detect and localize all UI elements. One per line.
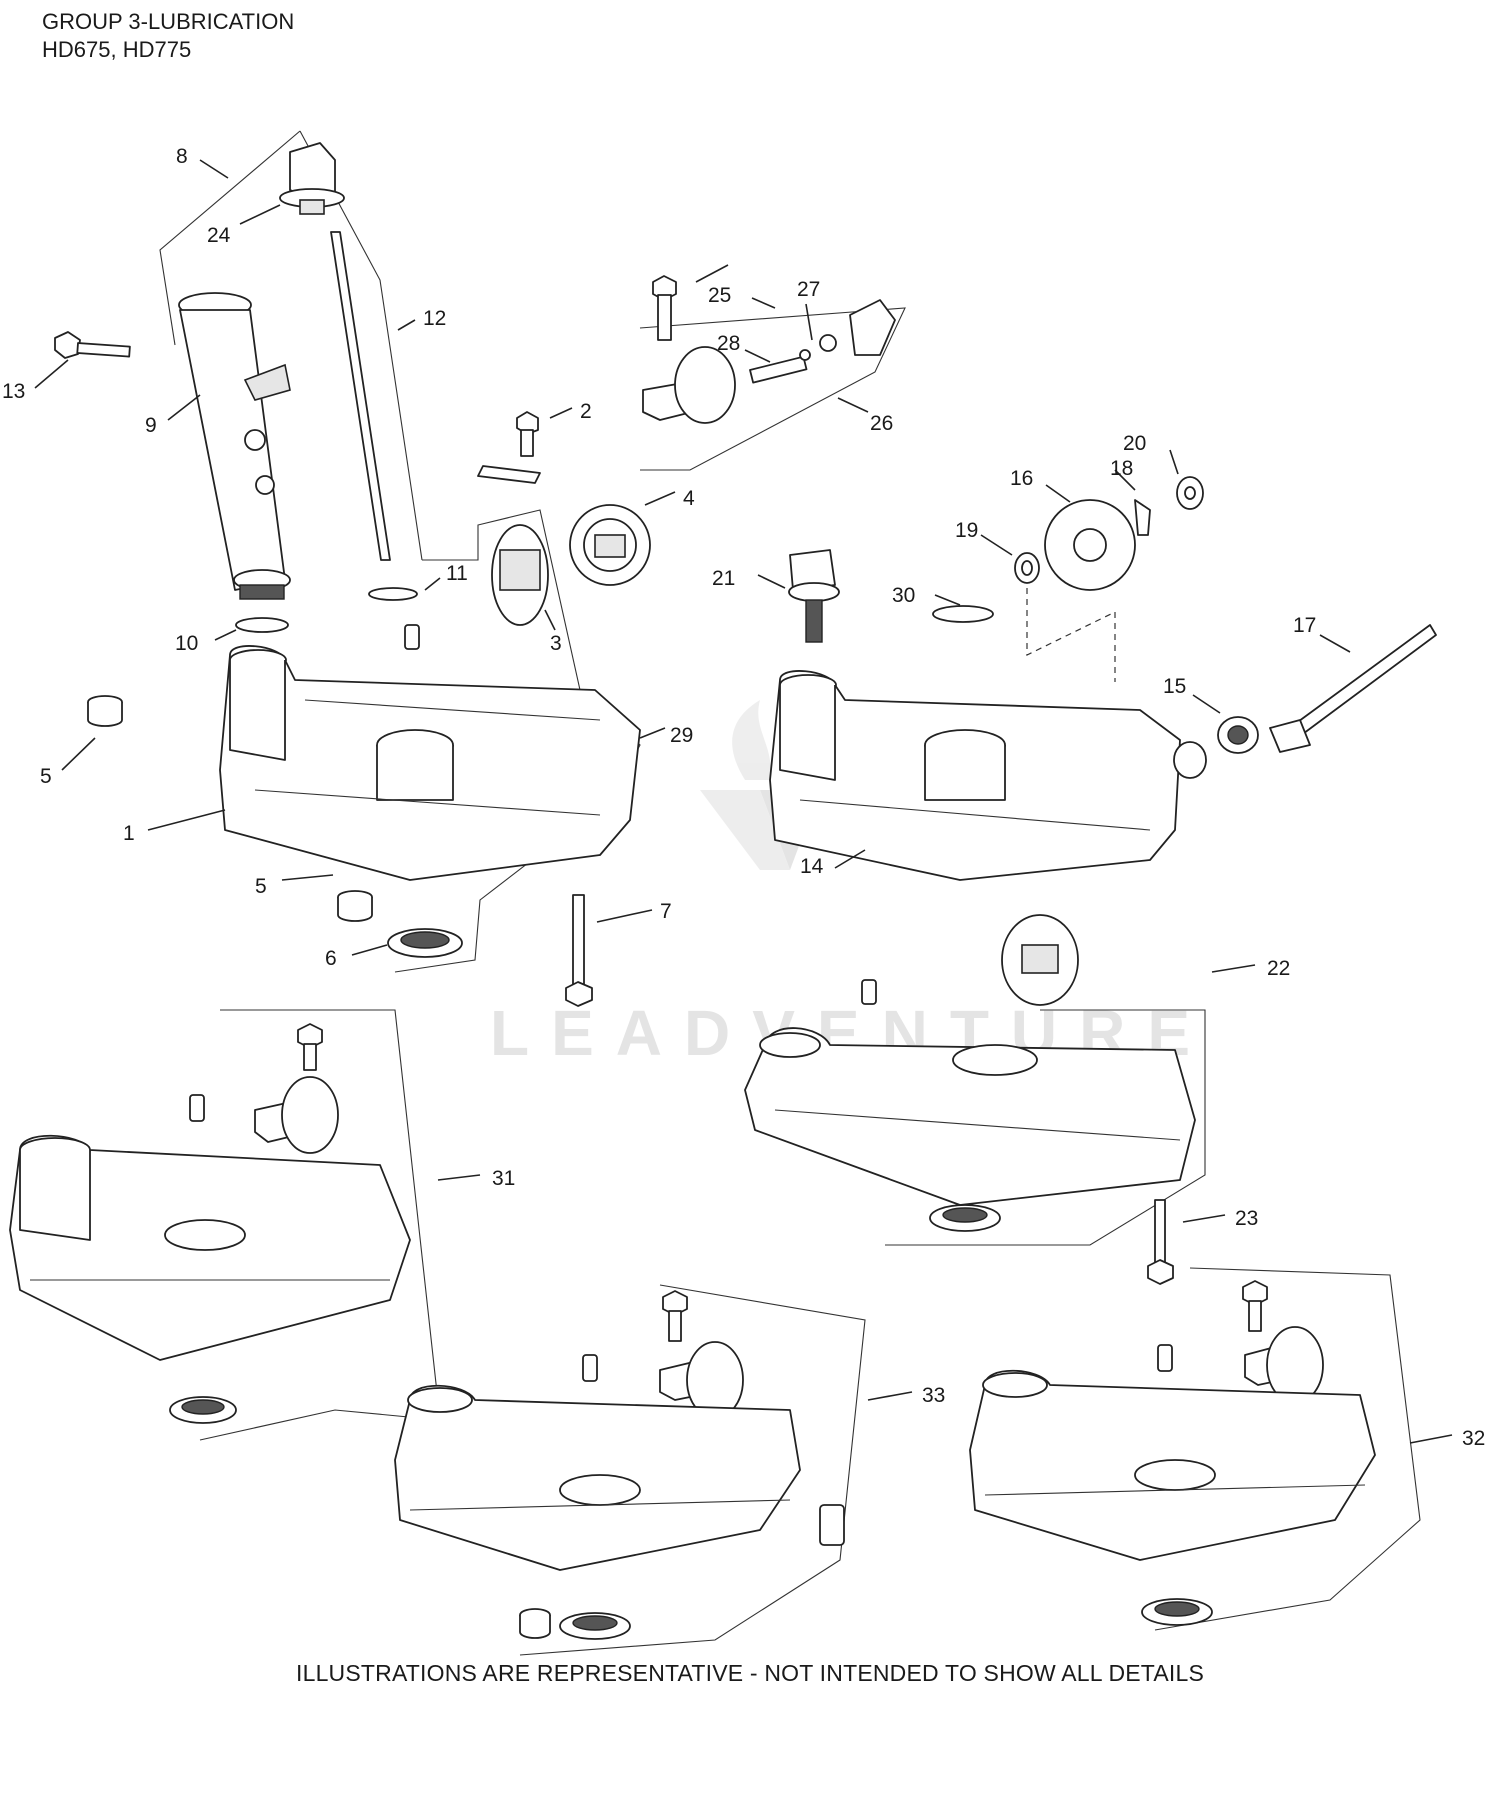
callout-10: 10 xyxy=(175,632,198,655)
group-bracket-22 xyxy=(885,1009,1206,1246)
callout-16: 16 xyxy=(1010,467,1033,490)
callout-15: 15 xyxy=(1163,675,1186,698)
part-15-seal xyxy=(1217,716,1259,754)
callout-28: 28 xyxy=(717,332,740,355)
callout-7: 7 xyxy=(660,900,672,923)
callout-32: 32 xyxy=(1462,1427,1485,1450)
part-24-dipstick-cap xyxy=(279,142,345,215)
part-30-o-ring xyxy=(932,605,994,623)
part-32-cover-assembly xyxy=(969,1280,1376,1626)
callout-23: 23 xyxy=(1235,1207,1258,1230)
callout-18: 18 xyxy=(1110,457,1133,480)
callout-5-lower: 5 xyxy=(255,875,267,898)
callout-14: 14 xyxy=(800,855,824,878)
part-21-oil-sender xyxy=(788,549,840,643)
part-22-cover-assembly xyxy=(744,914,1196,1232)
callout-29: 29 xyxy=(670,724,693,747)
callout-11: 11 xyxy=(446,562,468,585)
part-17-shaft xyxy=(1269,624,1437,753)
part-9-fill-tube xyxy=(178,292,291,600)
callout-3: 3 xyxy=(550,632,562,655)
callout-21: 21 xyxy=(712,567,735,590)
part-5-bushing-upper xyxy=(87,695,123,727)
part-18-retaining-clip xyxy=(1134,499,1151,536)
callout-9: 9 xyxy=(145,414,157,437)
part-26-oil-pump-assembly xyxy=(642,275,896,424)
part-1-crankcase-cover xyxy=(219,645,641,881)
part-20-washer xyxy=(1176,476,1204,510)
part-12-dipstick xyxy=(330,231,391,561)
callout-6: 6 xyxy=(325,947,337,970)
callout-26: 26 xyxy=(870,412,893,435)
part-4-gear xyxy=(569,504,651,586)
group-bracket-32 xyxy=(1154,1267,1421,1631)
leader-lines xyxy=(34,159,1453,1444)
callout-4: 4 xyxy=(683,487,695,510)
callout-20: 20 xyxy=(1123,432,1146,455)
callout-5-upper: 5 xyxy=(40,765,52,788)
group-bracket-26 xyxy=(639,307,906,471)
part-33-cover-assembly xyxy=(394,1290,845,1640)
part-dowel-pin xyxy=(404,624,420,650)
part-23-bolt xyxy=(1147,1199,1174,1285)
callout-24: 24 xyxy=(207,224,231,247)
callout-27: 27 xyxy=(797,278,820,301)
part-11-o-ring xyxy=(368,587,418,601)
callout-13: 13 xyxy=(2,380,25,403)
callout-2: 2 xyxy=(580,400,592,423)
part-16-gear xyxy=(1044,499,1136,591)
part-19-washer xyxy=(1014,552,1040,584)
part-6-oil-seal xyxy=(387,928,463,958)
callout-31: 31 xyxy=(492,1167,515,1190)
group-title: GROUP 3-LUBRICATION xyxy=(42,9,295,34)
callout-19: 19 xyxy=(955,519,978,542)
callout-17: 17 xyxy=(1293,614,1316,637)
callout-30: 30 xyxy=(892,584,915,607)
callout-labels: 8 24 12 13 9 2 4 11 10 3 5 1 29 5 6 7 25… xyxy=(2,145,1485,1450)
diagram-header: GROUP 3-LUBRICATION HD675, HD775 xyxy=(42,8,294,64)
part-7-bolt xyxy=(565,894,593,1007)
disclaimer-note: ILLUSTRATIONS ARE REPRESENTATIVE - NOT I… xyxy=(295,1660,1205,1686)
part-10-o-ring xyxy=(235,617,289,633)
callout-1: 1 xyxy=(123,822,135,845)
part-31-cover-assembly xyxy=(9,1023,411,1424)
dashed-guide-line xyxy=(1026,588,1116,682)
model-list: HD675, HD775 xyxy=(42,37,192,62)
part-14-crankcase-cover xyxy=(769,670,1207,881)
callout-25: 25 xyxy=(708,284,731,307)
callout-12: 12 xyxy=(423,307,446,330)
part-13-bolt xyxy=(54,331,131,359)
group-bracket-33 xyxy=(519,1284,866,1656)
callout-33: 33 xyxy=(922,1384,945,1407)
callout-8: 8 xyxy=(176,145,188,168)
part-3-governor xyxy=(491,524,549,626)
part-2-bolt-plate xyxy=(477,411,541,484)
part-5-bushing-lower xyxy=(337,890,373,922)
callout-22: 22 xyxy=(1267,957,1290,980)
